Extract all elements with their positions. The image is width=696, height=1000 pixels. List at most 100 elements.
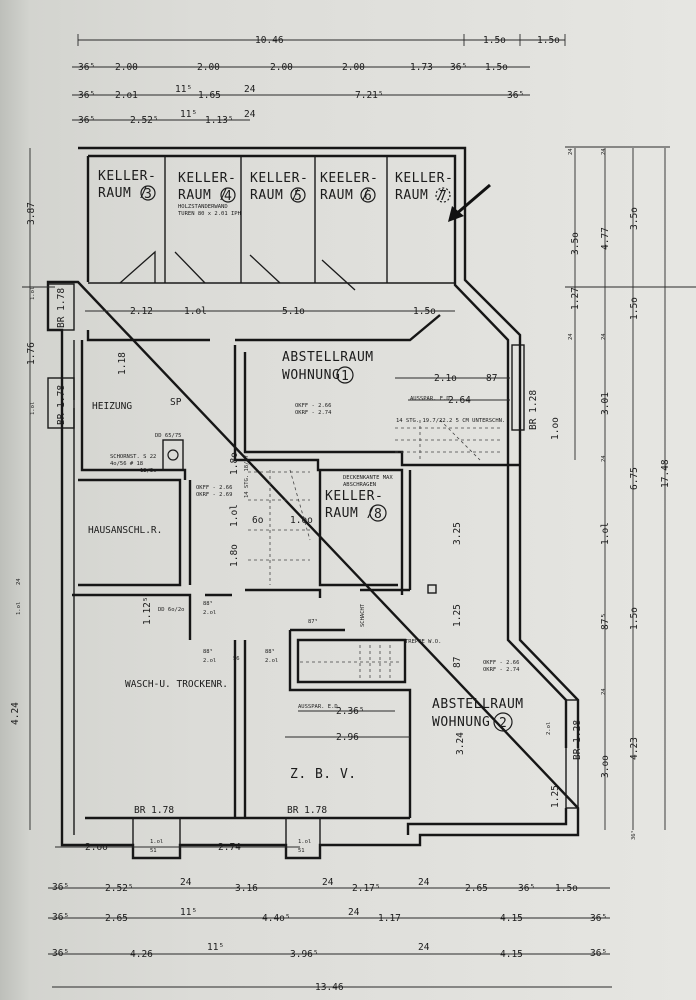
svg-text:24: 24 xyxy=(601,688,607,695)
svg-text:5: 5 xyxy=(294,189,302,204)
annotations: SCHORNST. S 22 4o/56 # 18 12/3o DD 65/75… xyxy=(110,396,505,710)
svg-text:88⁵: 88⁵ xyxy=(265,648,275,655)
window-right-top xyxy=(511,344,525,431)
window-left-top xyxy=(47,283,75,331)
svg-text:24: 24 xyxy=(322,877,334,888)
svg-text:2.65: 2.65 xyxy=(465,883,488,894)
svg-text:KELLER-: KELLER- xyxy=(178,171,236,186)
svg-text:DECKENKANTE MAX: DECKENKANTE MAX xyxy=(343,475,393,481)
svg-text:4.23: 4.23 xyxy=(629,737,640,760)
svg-text:RAUM /: RAUM / xyxy=(320,188,370,203)
svg-text:14 STG. 19.7/22.2 5 CM UNTERS: 14 STG. 19.7/22.2 5 CM UNTERSCHN. xyxy=(396,418,505,424)
room-keller-5: KELLER- RAUM / 5 xyxy=(250,171,308,204)
svg-text:HAUSANSCHL.R.: HAUSANSCHL.R. xyxy=(88,525,162,536)
svg-text:87⁵: 87⁵ xyxy=(308,618,318,625)
svg-text:1.18: 1.18 xyxy=(117,352,128,375)
svg-text:KELLER-: KELLER- xyxy=(250,171,308,186)
svg-text:3.96⁵: 3.96⁵ xyxy=(290,949,319,960)
window-label: BR 1.78 xyxy=(287,805,327,816)
window-bottom-mid xyxy=(285,817,321,859)
dim-top4-3: 1.13⁵ xyxy=(205,115,234,126)
room-zbv: Z. B. V. xyxy=(290,767,357,782)
svg-text:SP: SP xyxy=(170,397,182,408)
svg-text:RAUM /: RAUM / xyxy=(178,188,228,203)
svg-text:3.01: 3.01 xyxy=(600,392,611,415)
svg-text:2.64: 2.64 xyxy=(448,395,471,406)
svg-text:2.96: 2.96 xyxy=(336,732,359,743)
dim-top2-3: 2.00 xyxy=(270,62,293,73)
sill-label: 51 xyxy=(298,848,305,854)
dim-top3-5: 7.21⁵ xyxy=(355,90,384,101)
svg-text:Z. B. V.: Z. B. V. xyxy=(290,767,357,782)
window-label: BR 1.28 xyxy=(528,390,539,430)
dim-top2-5: 1.73 xyxy=(410,62,433,73)
svg-text:DD 65/75: DD 65/75 xyxy=(155,433,182,439)
dim-top4-0: 36⁵ xyxy=(78,115,95,126)
svg-text:36⁵: 36⁵ xyxy=(590,948,607,959)
svg-text:1.17: 1.17 xyxy=(378,913,401,924)
svg-text:2.oo: 2.oo xyxy=(85,842,108,853)
svg-text:2.17⁵: 2.17⁵ xyxy=(352,883,381,894)
svg-text:1.25: 1.25 xyxy=(550,785,561,808)
svg-text:1.5o: 1.5o xyxy=(555,883,578,894)
window-bottom-left xyxy=(132,817,181,859)
svg-text:WASCH-U. TROCKENR.: WASCH-U. TROCKENR. xyxy=(125,679,228,690)
svg-text:14 STG. 18/27: 14 STG. 18/27 xyxy=(244,455,250,498)
svg-text:RAUM /: RAUM / xyxy=(250,188,300,203)
dim-top2-2: 2.00 xyxy=(197,62,220,73)
room-wasch-trocken: WASCH-U. TROCKENR. xyxy=(125,679,228,690)
svg-text:OKRF - 2.69: OKRF - 2.69 xyxy=(196,492,232,498)
svg-text:24: 24 xyxy=(568,148,574,155)
svg-text:6o: 6o xyxy=(252,515,264,526)
svg-text:87: 87 xyxy=(486,373,497,384)
svg-text:24: 24 xyxy=(348,907,360,918)
room-keller-4: KELLER- RAUM / 4 HOLZSTANDERWAND TUREN 8… xyxy=(178,171,241,217)
svg-text:24: 24 xyxy=(16,578,22,585)
svg-text:36⁵: 36⁵ xyxy=(52,912,69,923)
svg-text:24: 24 xyxy=(601,455,607,462)
svg-text:OKFF - 2.66: OKFF - 2.66 xyxy=(295,403,331,409)
svg-text:24: 24 xyxy=(568,333,574,340)
svg-text:ABSCHRAGEN: ABSCHRAGEN xyxy=(343,482,376,488)
svg-text:1.5o: 1.5o xyxy=(413,306,436,317)
dim-bottom-total: 13.46 xyxy=(315,982,344,993)
svg-text:1.ol: 1.ol xyxy=(184,306,207,317)
svg-text:TREPPE W.O.: TREPPE W.O. xyxy=(405,639,441,645)
svg-text:WOHNUNG: WOHNUNG xyxy=(432,715,490,730)
svg-text:24: 24 xyxy=(601,148,607,155)
svg-text:WOHNUNG: WOHNUNG xyxy=(282,368,340,383)
dim-top-r2: 1.5o xyxy=(537,35,560,46)
svg-text:TUREN 80 x 2.01 IPH: TUREN 80 x 2.01 IPH xyxy=(178,211,241,217)
window-left-mid xyxy=(47,377,75,429)
svg-text:1.ol: 1.ol xyxy=(229,504,240,527)
dim-top4-4: 24 xyxy=(244,109,256,120)
svg-text:AUSSPAR. E.D.: AUSSPAR. E.D. xyxy=(298,704,341,710)
svg-text:8: 8 xyxy=(374,507,382,522)
svg-text:24: 24 xyxy=(601,333,607,340)
svg-text:2.1o: 2.1o xyxy=(434,373,457,384)
svg-text:2.ol: 2.ol xyxy=(203,658,216,664)
svg-text:1: 1 xyxy=(341,369,349,384)
svg-text:88⁵: 88⁵ xyxy=(203,648,213,655)
sill-label: 51 xyxy=(150,848,157,854)
svg-text:1.27: 1.27 xyxy=(570,287,581,310)
svg-text:OKRF - 2.74: OKRF - 2.74 xyxy=(295,410,332,416)
top-dimensions: 10.46 1.5o 1.5o 36⁵ 2.00 2.00 2.00 2.00 … xyxy=(72,34,566,126)
svg-text:RAUM /: RAUM / xyxy=(325,506,375,521)
svg-text:3.87: 3.87 xyxy=(26,202,37,225)
svg-text:24: 24 xyxy=(180,877,192,888)
right-dimensions: 24 3.5o 1.27 24 1.oo 24 4.77 24 3.01 24 … xyxy=(550,146,696,840)
svg-text:1.oo: 1.oo xyxy=(290,515,313,526)
dim-top2-7: 1.5o xyxy=(485,62,508,73)
svg-text:HEIZUNG: HEIZUNG xyxy=(92,401,132,412)
inner-dimensions: 2.12 1.ol 5.1o 1.5o 2.1o 87 2.64 1.18 1.… xyxy=(55,306,561,853)
inner-walls xyxy=(72,314,520,820)
svg-text:11⁵: 11⁵ xyxy=(207,942,224,953)
room-abstellraum-2: ABSTELLRAUM WOHNUNG 2 OKFF - 2.66 OKRF -… xyxy=(432,660,523,732)
svg-text:KEELER-: KEELER- xyxy=(320,171,378,186)
svg-text:87⁵: 87⁵ xyxy=(600,613,611,630)
window-label: BR 1.78 xyxy=(56,385,67,425)
svg-text:2.74: 2.74 xyxy=(218,842,241,853)
svg-text:1.12⁵: 1.12⁵ xyxy=(142,596,153,625)
